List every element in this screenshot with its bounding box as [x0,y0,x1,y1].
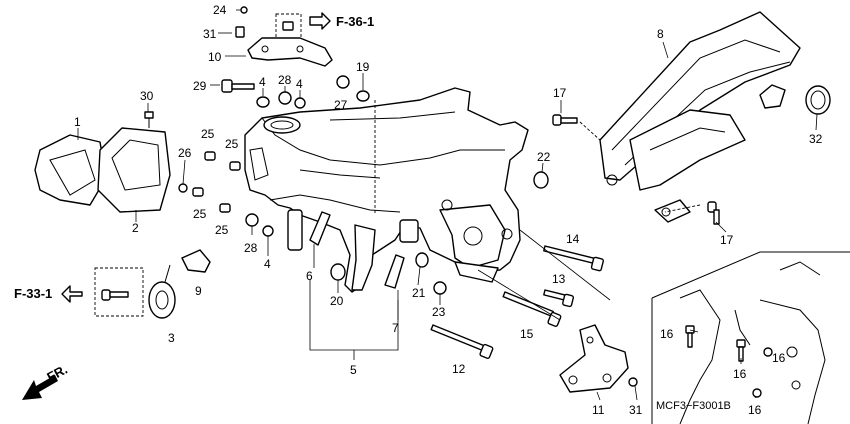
washer-19 [356,90,370,102]
nut-27 [336,75,350,89]
bolt-16c [763,347,773,357]
svg-text:F-36-1: F-36-1 [336,14,374,29]
callout-25a: 25 [201,127,215,141]
callout-6: 6 [306,269,313,283]
bolt-16b [736,339,746,362]
bolt-31b [628,377,638,387]
seat-rail-8 [599,11,801,223]
callout-5: 5 [350,363,357,377]
callout-15: 15 [520,327,534,341]
collar-22 [533,171,549,189]
callout-23: 23 [432,305,446,319]
grommet-25b [229,161,241,171]
callout-8: 8 [657,27,664,41]
callout-16d: 16 [748,403,762,417]
callout-25b: 25 [225,137,239,151]
callout-26: 26 [178,146,192,160]
clamp-32 [805,85,831,115]
upper-bracket-group [235,6,333,67]
inset-panel [651,251,850,424]
callout-16a: 16 [660,327,674,341]
callout-12: 12 [452,362,466,376]
diagram-code: MCF3−F3001B [656,400,731,412]
callout-7: 7 [392,321,399,335]
grommet-25d [219,203,231,213]
bolt-12 [430,324,494,359]
collar-7 [384,254,405,289]
callout-25c: 25 [193,207,207,221]
bolt-26 [178,183,188,193]
nut-28b [245,213,259,227]
bolt-29 [221,79,255,93]
bracket-11 [559,324,629,393]
callout-27: 27 [334,98,348,112]
horn-dashed-box [94,267,144,317]
front-direction-arrow: FR. [22,362,70,400]
callout-16b: 16 [733,367,747,381]
callout-22: 22 [537,150,551,164]
bolt-17b [707,201,720,225]
main-frame [244,87,529,293]
callout-10: 10 [208,50,222,64]
callout-19: 19 [356,60,370,74]
callout-25d: 25 [215,223,229,237]
callout-9: 9 [195,284,202,298]
callout-3: 3 [168,331,175,345]
callout-24: 24 [213,3,227,17]
callout-16c: 16 [772,351,786,365]
washer-4b [294,97,306,109]
grommet-25c [192,187,204,197]
bushing-20 [330,263,346,281]
collar-6 [309,211,331,246]
callout-30: 30 [140,89,154,103]
callout-31b: 31 [629,403,643,417]
bolt-14 [543,245,604,272]
air-duct-1 [34,134,107,206]
horn-3 [148,264,176,319]
callout-17a: 17 [553,86,567,100]
callout-21: 21 [412,286,426,300]
bolt-13 [543,289,575,308]
duct-cover-2 [97,127,171,213]
svg-text:F-33-1: F-33-1 [14,286,52,301]
nut-28a [278,91,292,105]
callout-28a: 28 [278,73,292,87]
callout-13: 13 [552,272,566,286]
bolt-17a [552,114,578,126]
washer-4c [262,225,274,237]
callout-17b: 17 [720,233,734,247]
horn-bracket-9 [181,249,211,273]
bolt-horn [101,289,129,301]
ref-arrow-f36[interactable]: F-36-1 [309,12,374,30]
callout-11: 11 [592,403,605,417]
callout-4b: 4 [296,77,303,91]
grommet-25a [204,151,216,161]
ref-arrow-f33[interactable]: F-33-1 [14,285,83,303]
callout-20: 20 [330,294,344,308]
callout-32: 32 [809,132,823,146]
screw-30 [144,111,154,128]
bolt-16d [752,388,762,398]
washer-4a [256,96,270,108]
callout-1: 1 [74,115,81,129]
bolt-15 [502,291,562,327]
callout-4c: 4 [264,257,271,271]
callout-31a: 31 [203,27,217,41]
callout-2: 2 [132,221,139,235]
callout-14: 14 [566,232,580,246]
washer-23 [433,281,447,295]
collar-21 [415,252,429,268]
callout-29: 29 [193,79,207,93]
bolt-16a [685,325,695,348]
callout-28b: 28 [244,241,258,255]
callout-4a: 4 [259,75,266,89]
